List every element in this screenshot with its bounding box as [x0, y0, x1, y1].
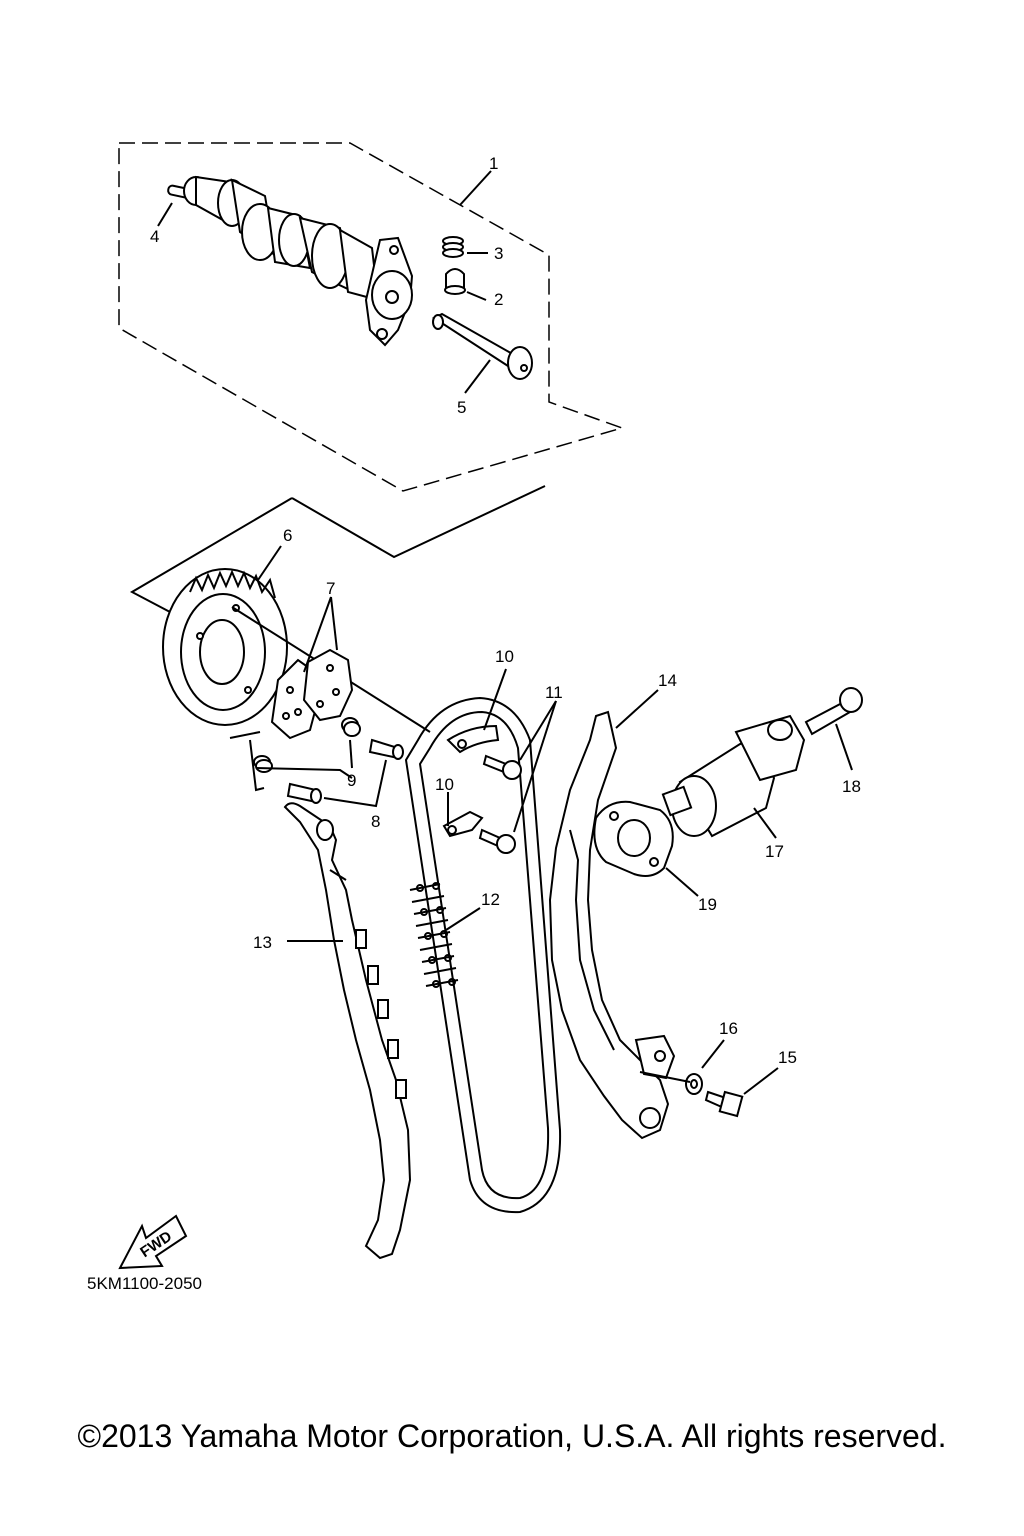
callout-2: 2	[494, 290, 503, 309]
part-9-springs	[229, 717, 361, 792]
callout-15: 15	[778, 1048, 797, 1067]
part-13-chain-guide	[283, 802, 412, 1260]
part-15-bolt	[639, 1067, 779, 1118]
callout-1: 1	[489, 154, 498, 173]
part-19-gasket	[593, 800, 699, 897]
part-1-camshaft	[183, 170, 492, 347]
callout-17: 17	[765, 842, 784, 861]
callout-9: 9	[347, 771, 356, 790]
part-8-pins	[286, 738, 404, 808]
callout-3: 3	[494, 244, 503, 263]
callout-8: 8	[371, 812, 380, 831]
callout-12: 12	[481, 890, 500, 909]
part-5-shaft	[431, 312, 533, 394]
callout-4: 4	[150, 227, 159, 246]
camshaft-assembly-outline	[118, 142, 625, 492]
part-3-spring	[442, 236, 488, 258]
callout-6: 6	[283, 526, 292, 545]
part-14-tensioner-guide	[548, 689, 676, 1140]
part-18-bolt	[804, 687, 863, 771]
callout-7: 7	[326, 579, 335, 598]
callout-13: 13	[253, 933, 272, 952]
diagram-code: 5KM1100-2050	[87, 1274, 202, 1293]
part-7-plates	[270, 596, 354, 740]
part-16-washer	[685, 1039, 725, 1095]
callout-14: 14	[658, 671, 677, 690]
callout-10a: 10	[495, 647, 514, 666]
part-6-cam-sprocket	[162, 545, 431, 733]
callout-19: 19	[698, 895, 717, 914]
part-10-stoppers	[442, 668, 507, 838]
callout-5: 5	[457, 398, 466, 417]
callout-16: 16	[719, 1019, 738, 1038]
assembly-leader-lines	[129, 485, 546, 613]
part-12-timing-chain	[404, 696, 562, 1214]
part-17-tensioner	[661, 714, 806, 839]
part-11-bolts	[478, 700, 557, 854]
fwd-arrow-icon: FWD	[118, 1214, 188, 1270]
part-2-plug	[444, 268, 487, 301]
chain-links-detail	[409, 882, 459, 988]
copyright-notice: ©2013 Yamaha Motor Corporation, U.S.A. A…	[77, 1418, 947, 1454]
callout-10b: 10	[435, 775, 454, 794]
callout-11: 11	[545, 683, 563, 702]
callout-18: 18	[842, 777, 861, 796]
